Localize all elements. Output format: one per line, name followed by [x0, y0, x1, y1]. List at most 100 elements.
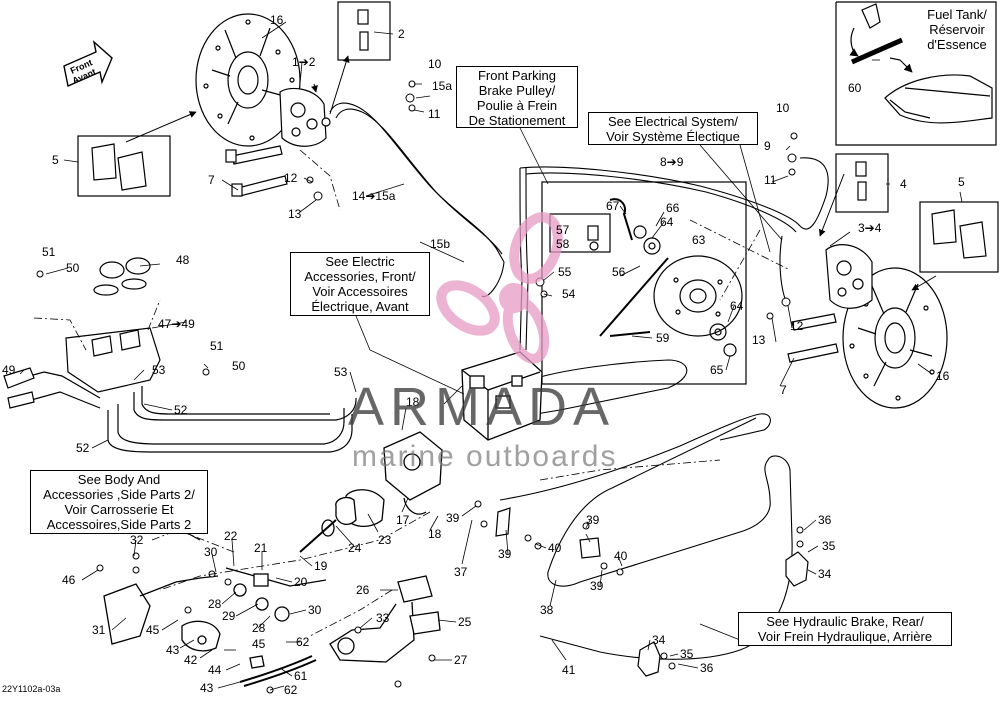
electrical-system-box: See Electrical System/ Voir Système Élec…: [588, 112, 758, 145]
callout: 52: [174, 403, 188, 417]
watermark-brand: ARMADA: [348, 377, 616, 437]
callout: 28: [252, 621, 266, 635]
callout: 34: [818, 567, 832, 581]
callout: 54: [562, 287, 576, 301]
callout: 59: [656, 331, 670, 345]
callout: 30: [204, 545, 218, 559]
callout: 40: [548, 541, 562, 555]
callout: 67: [606, 199, 620, 213]
fuel-tank-inset: [835, 1, 997, 146]
callout: 11: [764, 173, 777, 187]
callout: 34: [652, 633, 666, 647]
box-connectors: [355, 127, 783, 641]
callout: 15a: [432, 79, 452, 93]
bleeder-inset-right: [835, 153, 889, 213]
callout: 23: [378, 533, 392, 547]
callout: 7: [780, 383, 787, 397]
callout: 10: [776, 101, 790, 115]
callout: 20: [294, 575, 308, 589]
right-brake-disc: [842, 267, 948, 409]
callout: 44: [208, 663, 222, 677]
callout: 21: [254, 541, 268, 555]
watermark-propeller: [436, 212, 563, 364]
callout: 17: [396, 513, 410, 527]
callout: 35: [822, 539, 836, 553]
callout: 14➔15a: [352, 189, 396, 203]
callout: 5: [958, 175, 965, 189]
callout: 46: [62, 573, 76, 587]
callout: 13: [288, 207, 302, 221]
abs-module: [461, 351, 543, 441]
callout: 5: [52, 153, 59, 167]
callout: 51: [210, 339, 224, 353]
callout: 53: [152, 363, 166, 377]
dashed-leaders: [33, 149, 791, 637]
callout: 39: [446, 511, 460, 525]
callout: 29: [222, 609, 236, 623]
right-pads-inset: [919, 201, 999, 273]
callout: 16: [270, 13, 284, 27]
callout: 61: [294, 669, 308, 683]
watermark-tagline: marine outboards: [352, 440, 618, 473]
callout: 18: [428, 527, 442, 541]
electric-accessories-box: See Electric Accessories, Front/ Voir Ac…: [290, 252, 430, 316]
callout: 19: [314, 559, 328, 573]
callout: 63: [692, 233, 706, 247]
left-brake-disc: [195, 13, 301, 147]
right-caliper-bolts: [787, 313, 839, 363]
callout: 30: [308, 603, 322, 617]
callout: 62: [284, 683, 298, 697]
callout: 64: [730, 299, 744, 313]
callout: 18: [406, 395, 420, 409]
callout-leaders: [19, 21, 963, 691]
callout: 51: [42, 245, 56, 259]
callout: 48: [176, 253, 190, 267]
callout: 2: [398, 27, 405, 41]
callout: 13: [752, 333, 766, 347]
hydraulic-brake-rear-box: See Hydraulic Brake, Rear/ Voir Frein Hy…: [738, 612, 952, 646]
callout: 38: [540, 603, 554, 617]
callout: 24: [348, 541, 362, 555]
callout: 39: [590, 579, 604, 593]
callout: 41: [562, 663, 576, 677]
callout: 64: [660, 215, 674, 229]
brake-fluid-reservoir: [3, 257, 161, 409]
callout: 45: [146, 623, 160, 637]
callout: 55: [558, 265, 572, 279]
callout: 60: [848, 81, 862, 95]
left-caliper-bolts: [225, 145, 288, 197]
callout: 26: [356, 583, 370, 597]
callout: 1➔2: [292, 55, 316, 69]
callout: 43: [166, 643, 180, 657]
callout: 40: [614, 549, 628, 563]
left-pads-inset: [77, 135, 171, 197]
callout: 66: [666, 201, 680, 215]
callout: 9: [764, 139, 771, 153]
callout: 35: [680, 647, 694, 661]
callout: 58: [556, 237, 570, 251]
callout: 50: [232, 359, 246, 373]
callout: 16: [936, 369, 950, 383]
callout: 12: [790, 319, 804, 333]
callout: 57: [556, 223, 570, 237]
brake-pedal-assembly: [103, 567, 441, 687]
callout: 39: [498, 547, 512, 561]
callout: 32: [130, 533, 144, 547]
callout: 43: [200, 681, 214, 695]
left-caliper: [279, 87, 331, 147]
fasteners: [36, 80, 804, 694]
callout: 27: [454, 653, 468, 667]
front-direction-arrow: [63, 40, 113, 87]
fuel-tank-label: Fuel Tank/ Réservoir d'Essence: [927, 7, 987, 52]
callout: 42: [184, 653, 198, 667]
callout: 28: [208, 597, 222, 611]
callout: 47➔49: [158, 317, 195, 331]
callout: 22: [224, 529, 238, 543]
callout: 4: [900, 177, 907, 191]
callout: 52: [76, 441, 90, 455]
callout: 7: [208, 173, 215, 187]
callout: 49: [2, 363, 16, 377]
master-cylinder: [299, 431, 443, 553]
